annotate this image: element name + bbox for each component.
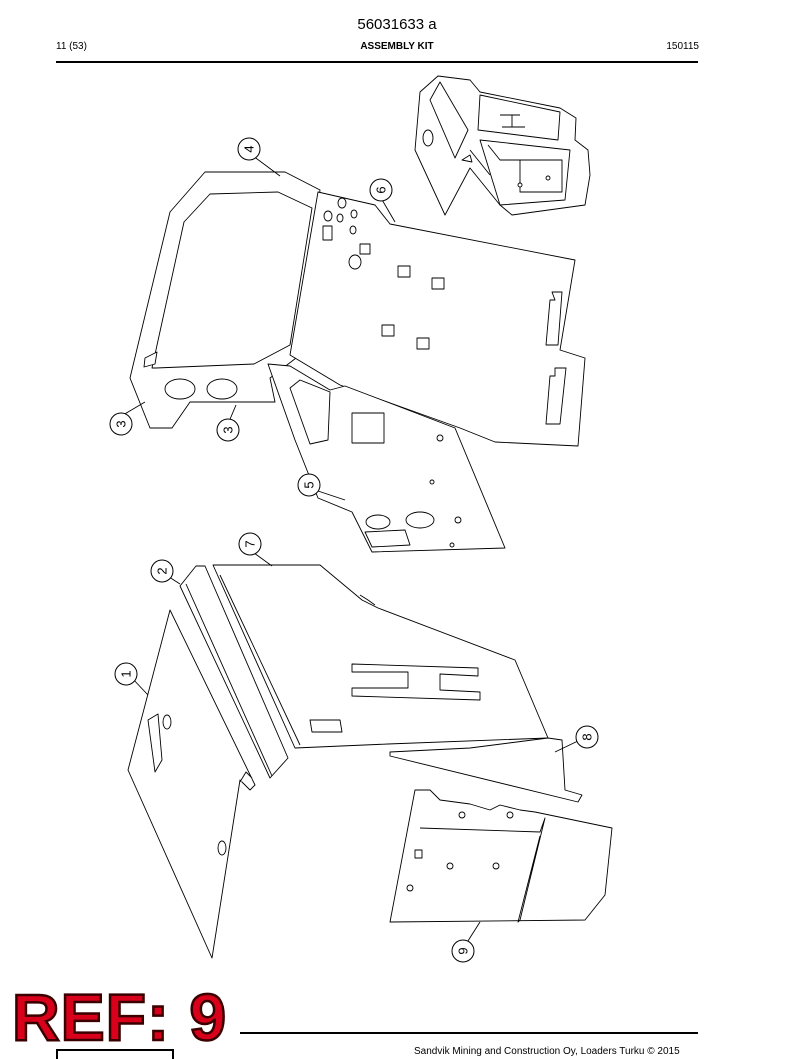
part-1-flat-plate xyxy=(127,609,256,959)
sub-assembly-view xyxy=(414,75,591,216)
svg-text:3: 3 xyxy=(114,420,129,427)
svg-text:4: 4 xyxy=(242,145,257,152)
part-7-main-plate xyxy=(212,564,549,749)
callout-8: 8 xyxy=(575,725,599,749)
leader-lines xyxy=(122,155,581,945)
callout-6: 6 xyxy=(369,178,393,202)
footer-rule xyxy=(240,1032,698,1034)
part-9-lower-plate xyxy=(389,789,613,923)
svg-text:5: 5 xyxy=(302,481,317,488)
callout-3a: 3 xyxy=(109,412,133,436)
part-5-lower-plate xyxy=(267,363,506,553)
callout-9: 9 xyxy=(451,939,475,963)
callout-2: 2 xyxy=(150,559,174,583)
callout-5: 5 xyxy=(297,473,321,497)
part-2-strip xyxy=(179,565,289,779)
callout-1: 1 xyxy=(114,662,138,686)
callout-4: 4 xyxy=(237,137,261,161)
doc-number: 56031633 a xyxy=(357,16,437,33)
svg-text:8: 8 xyxy=(580,733,595,740)
footer-copyright: Sandvik Mining and Construction Oy, Load… xyxy=(414,1046,680,1057)
svg-text:1: 1 xyxy=(119,670,134,677)
header-rule xyxy=(56,61,698,63)
svg-text:2: 2 xyxy=(155,567,170,574)
part-8-curved-strip xyxy=(389,737,583,803)
svg-text:6: 6 xyxy=(374,186,389,193)
svg-text:3: 3 xyxy=(221,426,236,433)
callout-7: 7 xyxy=(238,532,262,556)
date-code: 150115 xyxy=(666,41,699,52)
svg-text:7: 7 xyxy=(243,540,258,547)
svg-text:9: 9 xyxy=(456,947,471,954)
page-number: 11 (53) xyxy=(56,41,87,52)
part-6-top-plate xyxy=(289,191,586,447)
ref-stamp: REF: 9 xyxy=(11,980,228,1054)
callout-3b: 3 xyxy=(216,418,240,442)
document-title: ASSEMBLY KIT xyxy=(360,41,434,52)
